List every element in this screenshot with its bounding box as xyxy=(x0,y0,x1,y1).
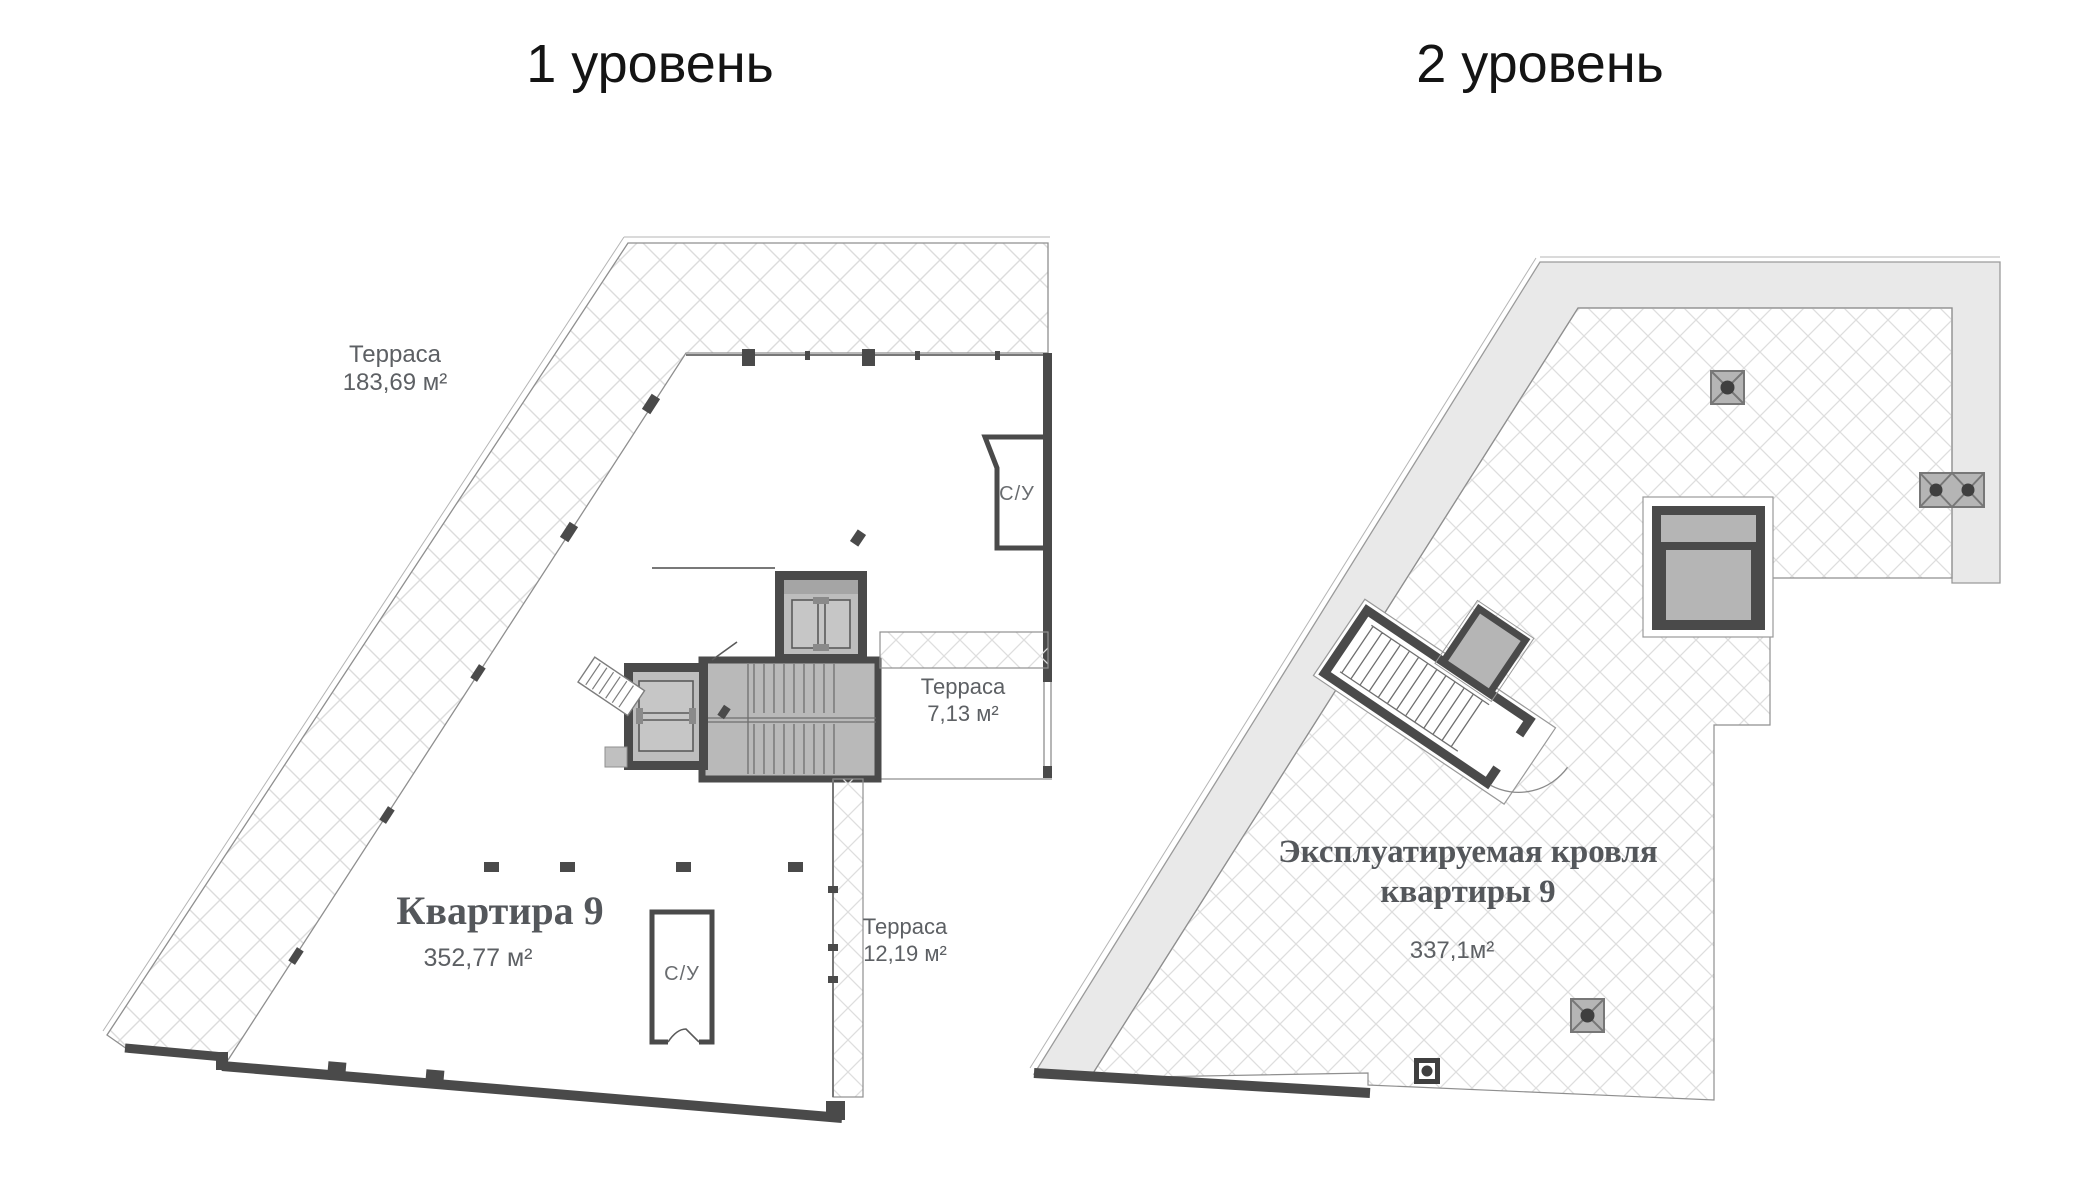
level1-title: 1 уровень xyxy=(526,34,774,94)
core-block xyxy=(604,567,882,783)
roof-vent-double xyxy=(1919,472,1985,508)
bottom-wall xyxy=(124,1043,845,1123)
roof-label-line2: квартиры 9 xyxy=(1380,874,1555,910)
roof-stair-exit xyxy=(1312,598,1569,805)
terrace-bottom-label: Терраса xyxy=(863,914,948,939)
bathroom-top-label: С/У xyxy=(999,483,1035,505)
apartment-label: Квартира 9 xyxy=(396,888,603,933)
roof-vent-small xyxy=(1414,1058,1440,1084)
terrace-top-hatch xyxy=(102,236,1050,1061)
core-stub xyxy=(604,746,628,768)
level2-title: 2 уровень xyxy=(1416,34,1664,94)
bathroom-bottom: С/У xyxy=(649,909,715,1045)
roof-label-line1: Эксплуатируемая кровля xyxy=(1278,834,1657,870)
staircase xyxy=(698,656,882,783)
bathroom-bottom-label: С/У xyxy=(664,963,700,985)
roof-area: 337,1м² xyxy=(1410,937,1495,964)
terrace-top-area: 183,69 м² xyxy=(343,369,448,396)
terrace-bottom-area: 12,19 м² xyxy=(863,941,947,966)
column-markers xyxy=(484,529,867,872)
roof-elevator-box xyxy=(1642,496,1774,638)
elevator-upper xyxy=(775,571,867,663)
stair-steps xyxy=(704,664,876,774)
terrace-bottom-hatch xyxy=(828,778,864,1098)
terrace-right-area: 7,13 м² xyxy=(927,701,998,726)
roof-bottom-wall xyxy=(1033,1068,1371,1098)
roof-drain-2 xyxy=(1570,998,1605,1033)
diagonal-wall-ticks xyxy=(288,393,661,965)
apartment-area: 352,77 м² xyxy=(424,944,533,972)
floorplan-level2: Эксплуатируемая кровля квартиры 9 337,1м… xyxy=(1029,256,2001,1101)
terrace-right-label: Терраса xyxy=(921,674,1006,699)
floorplan-level1: С/У xyxy=(102,236,1052,1123)
bathroom-top: С/У xyxy=(981,434,1043,551)
right-window xyxy=(1043,670,1052,778)
terrace-right-hatch xyxy=(879,631,1049,669)
roof-drain-1 xyxy=(1710,370,1745,405)
right-wall xyxy=(1043,353,1052,670)
window-wall-top xyxy=(686,349,1043,366)
terrace-top-label: Терраса xyxy=(349,341,442,368)
elevator-lower xyxy=(624,663,708,770)
stair-door-leaf xyxy=(711,641,738,661)
ladder-icon xyxy=(577,656,646,717)
